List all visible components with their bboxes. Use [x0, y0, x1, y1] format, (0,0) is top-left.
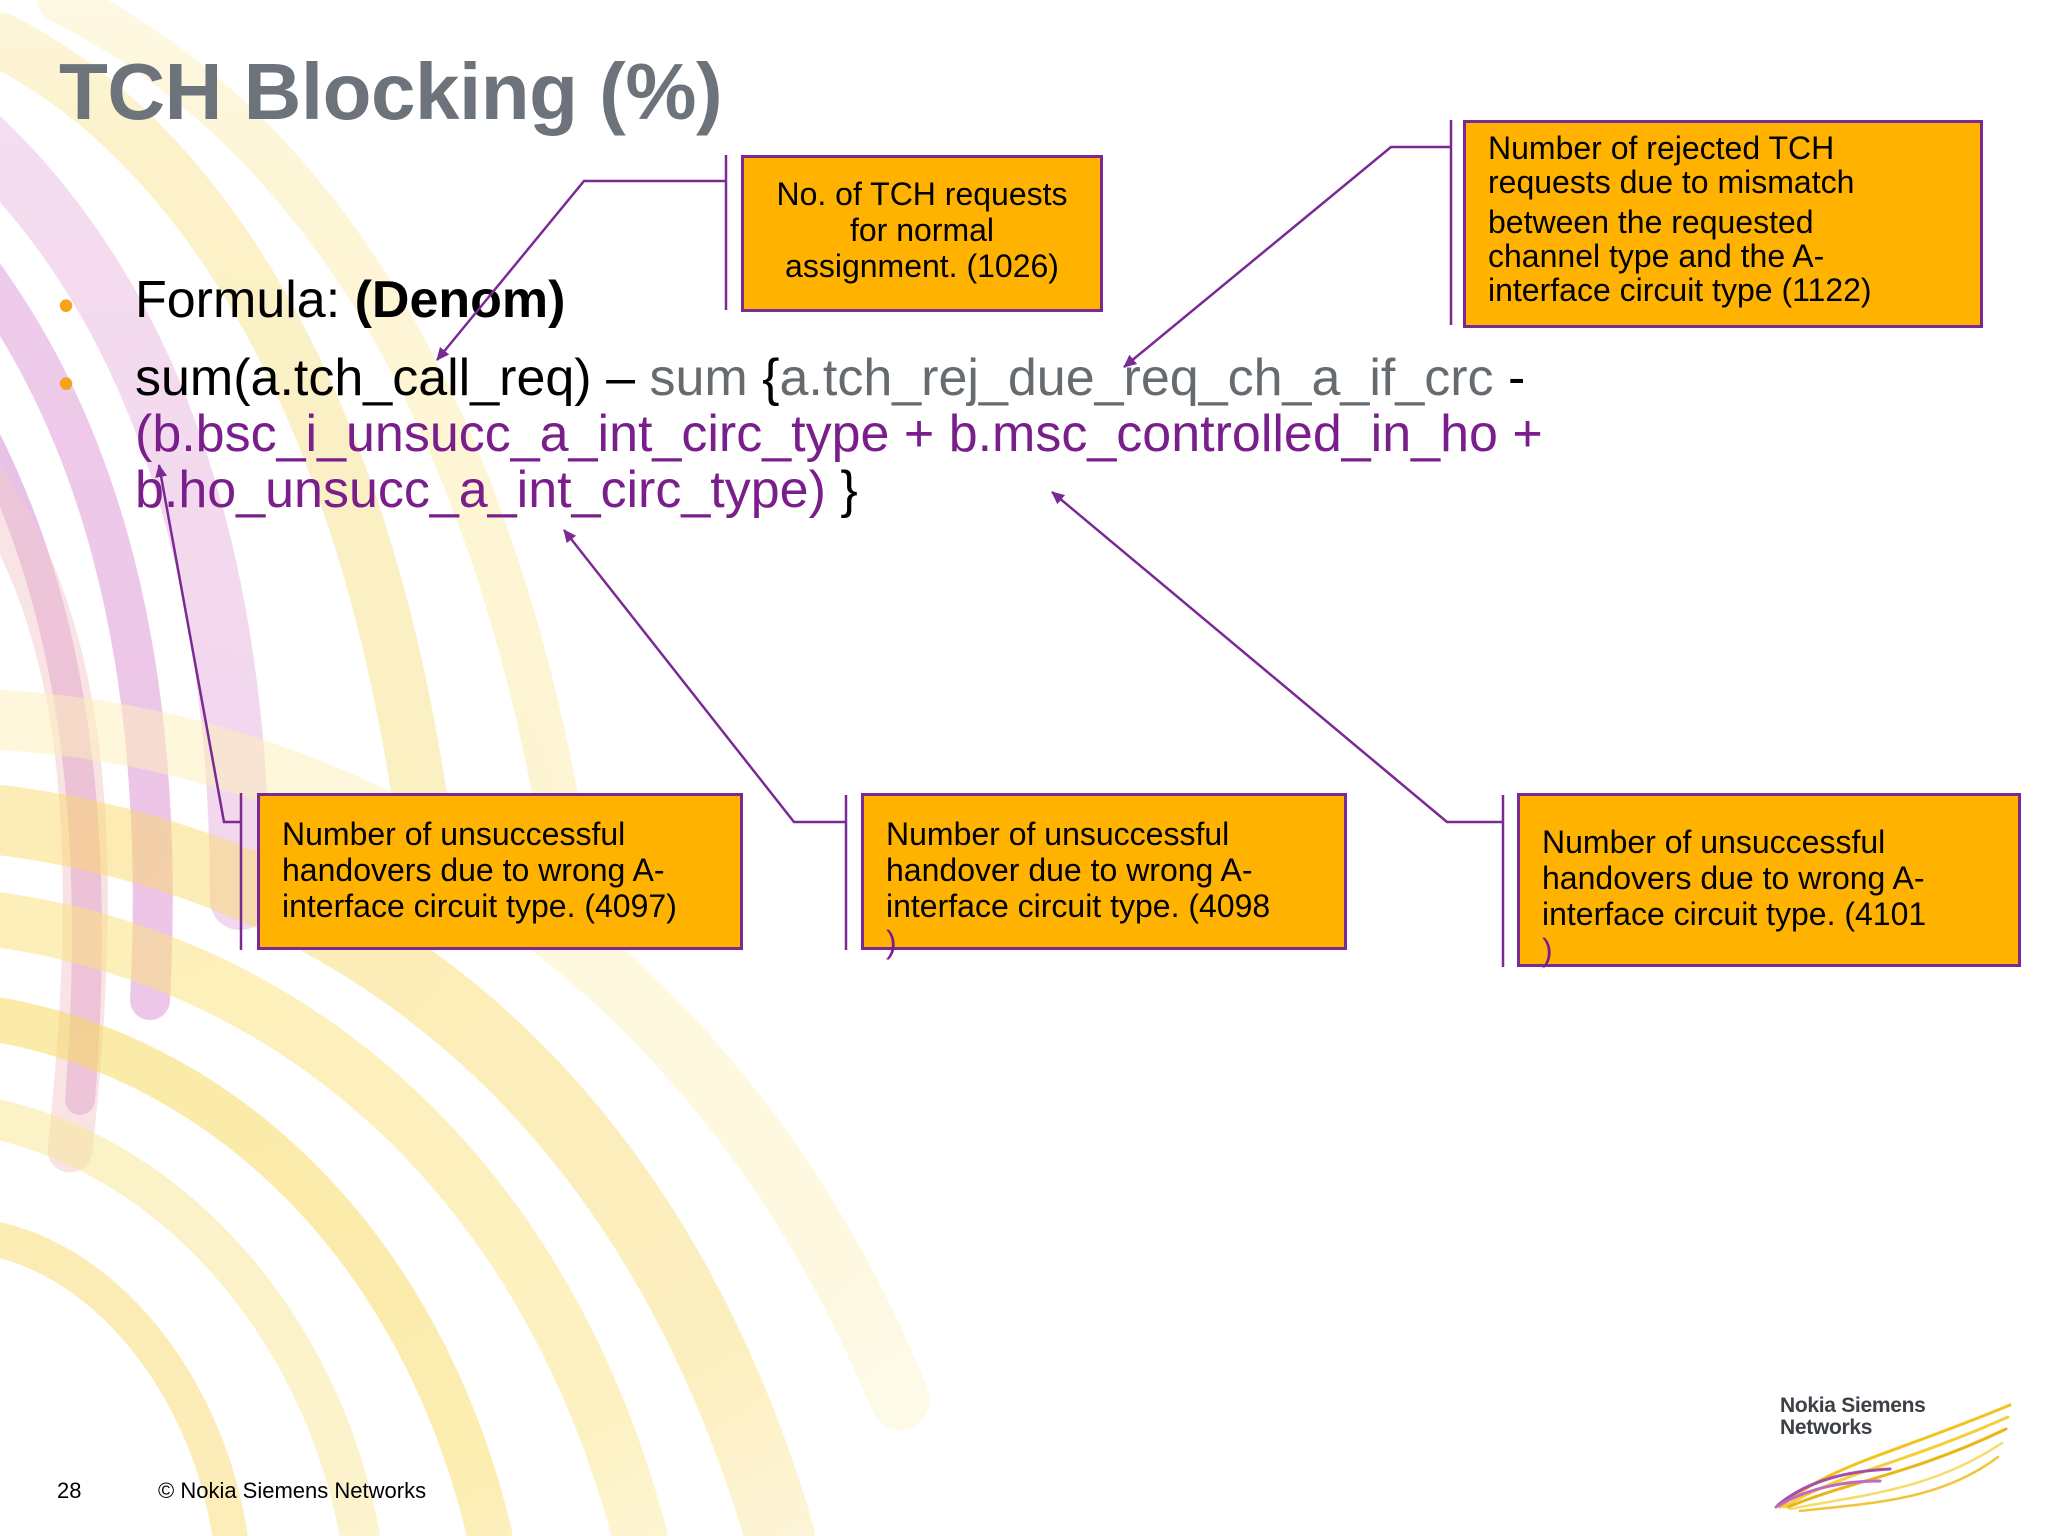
callout-line: assignment. (1026) — [785, 248, 1059, 284]
callout-line: for normal — [849, 212, 995, 248]
callout-paren: ) — [1542, 932, 1553, 968]
formula-open-brace: { — [762, 349, 780, 407]
formula-ho-unsucc: b.ho_unsucc_a_int_circ_type) — [135, 461, 841, 519]
formula-tch-call-req: sum(a.tch_call_req) – — [135, 349, 650, 407]
callout-line: requests due to mismatch — [1488, 164, 1855, 200]
formula-label: Formula: — [135, 271, 355, 329]
callout-4098: Number of unsuccessful handover due to w… — [861, 793, 1347, 960]
callout-text: interface circuit type. (4098 — [886, 888, 1271, 924]
callout-text: interface circuit type. (4101 — [1542, 896, 1927, 932]
copyright: © Nokia Siemens Networks — [158, 1478, 427, 1503]
callout-4097: Number of unsuccessful handovers due to … — [257, 793, 743, 950]
logo-line: Networks — [1780, 1416, 1873, 1439]
formula-line-2: (b.bsc_i_unsucc_a_int_circ_type + b.msc_… — [135, 405, 1543, 463]
callout-line: interface circuit type. (4098) — [886, 888, 1344, 960]
formula-heading: Formula: (Denom) — [135, 272, 565, 328]
callout-4101: Number of unsuccessful handovers due to … — [1517, 793, 2021, 968]
logo-text: Nokia Siemens Networks — [1780, 1395, 1926, 1439]
callout-line: channel type and the A- — [1488, 238, 1825, 274]
callout-paren: ) — [886, 924, 897, 960]
bullet-dot: • — [58, 279, 75, 331]
callout-line: handovers due to wrong A- — [1542, 860, 1925, 896]
callout-line: Number of unsuccessful — [282, 816, 626, 852]
bullet-dot: • — [58, 357, 75, 409]
slide-title: TCH Blocking (%) — [59, 47, 723, 136]
formula-line-1: sum(a.tch_call_req) – sum {a.tch_rej_due… — [135, 350, 1525, 406]
formula-minus: - — [1508, 349, 1526, 407]
callout-line: interface circuit type. (4101) — [1542, 896, 2018, 968]
formula-sum: sum — [649, 349, 763, 407]
callout-line: Number of unsuccessful — [886, 816, 1230, 852]
callout-1122: Number of rejected TCH requests due to m… — [1463, 120, 1983, 328]
callout-line: Number of unsuccessful — [1542, 824, 1886, 860]
callout-1026: No. of TCH requests for normal assignmen… — [741, 155, 1103, 312]
formula-tch-rej: a.tch_rej_due_req_ch_a_if_crc — [779, 349, 1508, 407]
callout-line: interface circuit type (1122) — [1488, 272, 1872, 308]
callout-line: handover due to wrong A- — [886, 852, 1253, 888]
formula-line-3: b.ho_unsucc_a_int_circ_type) } — [135, 462, 858, 518]
callout-line: interface circuit type. (4097) — [282, 888, 677, 924]
callout-line: between the requested — [1488, 204, 1814, 240]
formula-close-brace: } — [840, 461, 858, 519]
logo-swirl-icon — [1774, 1403, 2012, 1513]
logo-line: Nokia Siemens — [1780, 1394, 1926, 1417]
callout-line: No. of TCH requests — [776, 176, 1068, 212]
denom-label: (Denom) — [354, 271, 566, 329]
callout-line: Number of rejected TCH — [1488, 130, 1835, 166]
callout-line: handovers due to wrong A- — [282, 852, 665, 888]
page-number: 28 — [57, 1478, 82, 1503]
